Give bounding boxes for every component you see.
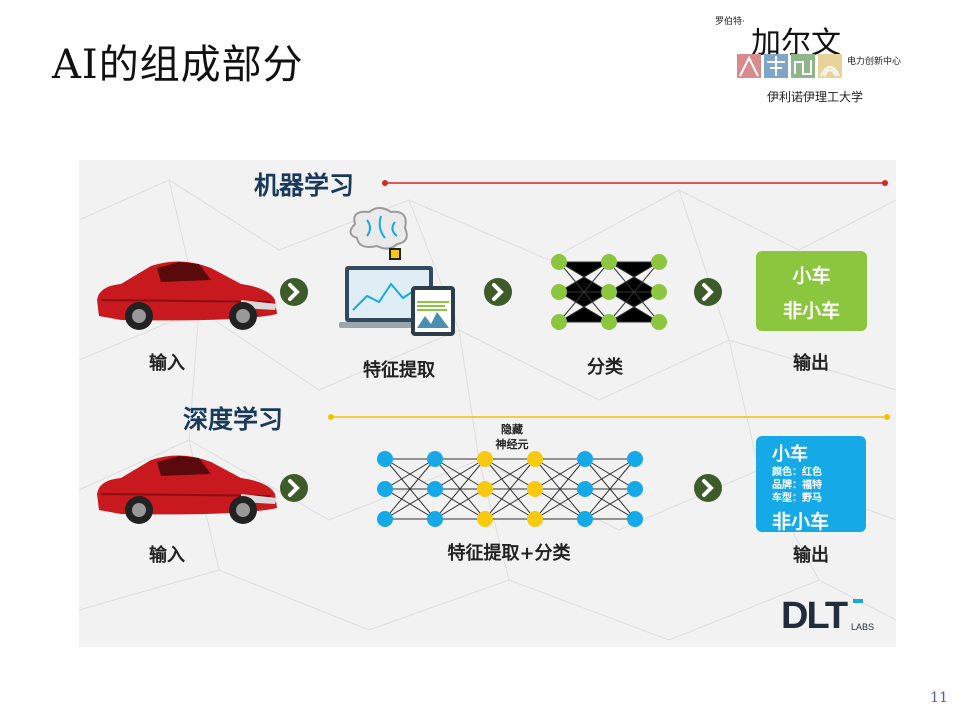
logo-prefix: 罗伯特· <box>715 17 745 27</box>
chevron-right-icon <box>694 278 722 306</box>
car-input-image <box>97 261 277 330</box>
hidden-label-line2: 神经元 <box>495 438 529 451</box>
deep-network-icon <box>377 451 643 527</box>
dlt-logo-text: DLT <box>781 596 848 636</box>
logo-tiles-icon <box>737 54 842 78</box>
dl-output-car: 小车 <box>772 444 808 465</box>
slide-title: AI的组成部分 <box>52 42 304 88</box>
ml-output-car: 小车 <box>792 265 831 287</box>
classification-network-icon <box>551 254 667 330</box>
car-input-image <box>97 455 277 524</box>
dlt-logo-sub: LABS <box>851 622 874 632</box>
tablet-icon <box>411 286 455 336</box>
logo-university: 伊利诺伊理工大学 <box>767 90 864 104</box>
machine-learning-title: 机器学习 <box>254 171 355 200</box>
deep-learning-title: 深度学习 <box>183 405 284 434</box>
dl-output-not-car: 非小车 <box>772 511 830 533</box>
chevron-right-icon <box>694 474 722 502</box>
logo-center-name: 电力创新中心 <box>847 57 902 67</box>
ml-output-box: 小车 非小车 <box>756 251 867 331</box>
dl-output-detail-color: 颜色：红色 <box>772 467 822 478</box>
dl-output-detail-brand: 品牌：福特 <box>772 480 822 491</box>
dl-output-detail-model: 车型：野马 <box>772 493 822 504</box>
hidden-label-line1: 隐藏 <box>501 423 523 436</box>
dl-output-box: 小车 颜色：红色 品牌：福特 车型：野马 非小车 <box>756 436 866 533</box>
chevron-right-icon <box>484 278 512 306</box>
dl-feature-classification-label: 特征提取+分类 <box>447 543 571 564</box>
chevron-right-icon <box>280 474 308 502</box>
chevron-right-icon <box>280 278 308 306</box>
ml-output-not-car: 非小车 <box>782 300 840 322</box>
ml-input-label: 输入 <box>149 353 185 374</box>
institution-logo: 罗伯特· 加尔文 电力创新中心 伊利诺伊理工大学 <box>715 10 915 110</box>
hidden-neurons-label: 隐藏 神经元 <box>482 422 542 452</box>
ml-classification-label: 分类 <box>587 357 623 378</box>
dl-output-label: 输出 <box>793 545 829 566</box>
ai-components-diagram: 机器学习 输入 <box>79 160 896 647</box>
feature-extraction-illustration <box>339 207 455 336</box>
brain-icon <box>349 207 408 260</box>
ml-feature-extraction-label: 特征提取 <box>363 360 435 381</box>
deep-learning-rule <box>328 414 890 420</box>
dlt-labs-logo: DLT LABS <box>781 596 874 636</box>
page-number: 11 <box>930 690 948 706</box>
dl-input-label: 输入 <box>149 545 185 566</box>
machine-learning-rule <box>382 180 888 186</box>
ml-output-label: 输出 <box>793 353 829 374</box>
